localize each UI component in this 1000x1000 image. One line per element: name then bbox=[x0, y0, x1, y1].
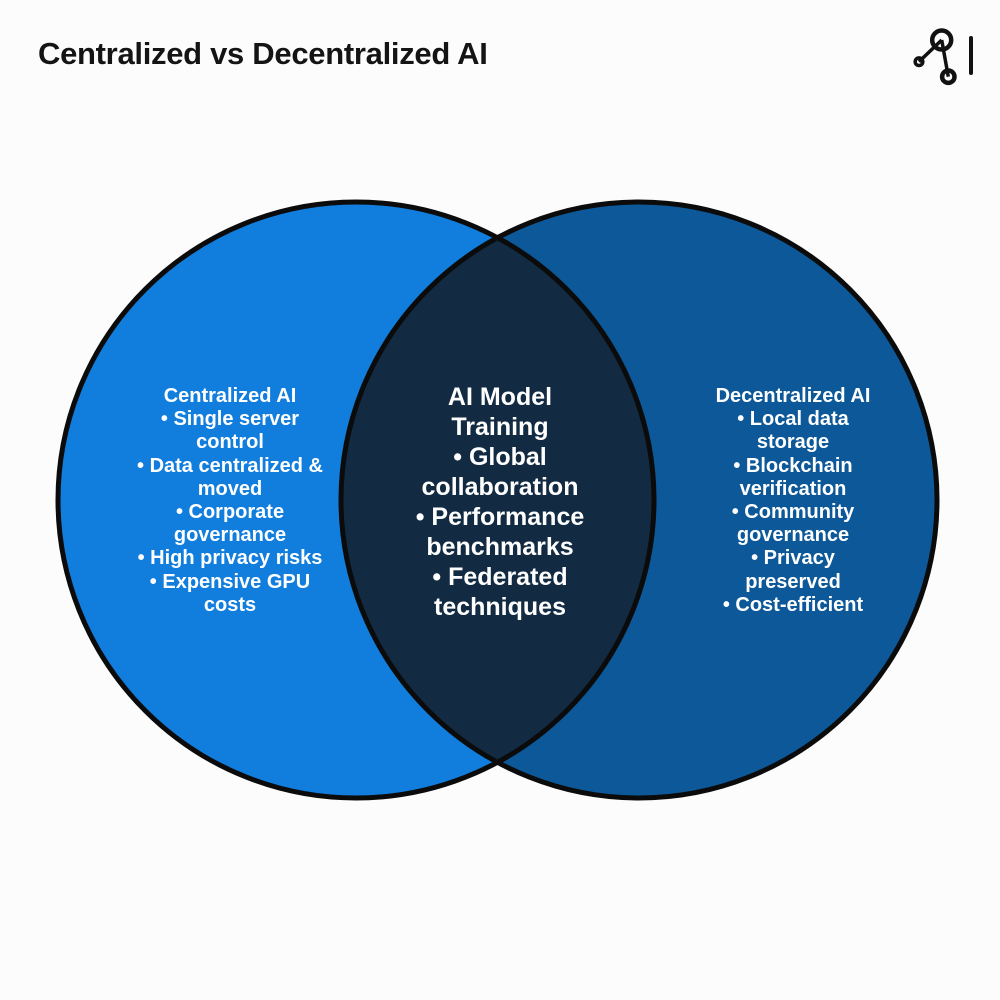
right-circle-outline bbox=[338, 199, 940, 801]
bullet-item: • Cost-efficient bbox=[722, 593, 864, 616]
right-region-items: • Local data storage• Blockchain verific… bbox=[706, 408, 881, 617]
bullet-item: • Expensive GPU costs bbox=[149, 570, 311, 616]
center-region-title: AI Model Training bbox=[447, 383, 553, 441]
bullet-item: • Community governance bbox=[731, 501, 855, 547]
bullet-item: • Data centralized & moved bbox=[137, 454, 323, 500]
bullet-item: • Global collaboration bbox=[421, 443, 579, 501]
logo-node-small bbox=[913, 56, 925, 68]
right-region-title: Decentralized AI bbox=[715, 385, 871, 408]
left-region-text: Centralized AI • Single server control• … bbox=[130, 385, 330, 617]
bullet-item: • Corporate governance bbox=[173, 501, 287, 547]
left-region-title: Centralized AI bbox=[163, 385, 297, 408]
left-circle-outline bbox=[55, 199, 657, 801]
right-region-text: Decentralized AI • Local data storage• B… bbox=[706, 385, 881, 617]
bullet-item: • High privacy risks bbox=[137, 547, 323, 570]
bullet-item: • Federated techniques bbox=[432, 563, 568, 621]
intersection-lens bbox=[340, 237, 655, 763]
logo-node-large bbox=[929, 28, 954, 52]
center-region-text: AI Model Training • Global collaboration… bbox=[403, 382, 598, 622]
left-region-items: • Single server control• Data centralize… bbox=[130, 408, 330, 617]
bullet-item: • Single server control bbox=[160, 408, 300, 454]
page-title: Centralized vs Decentralized AI bbox=[38, 36, 488, 71]
bullet-item: • Local data storage bbox=[737, 408, 849, 454]
bullet-item: • Blockchain verification bbox=[733, 454, 853, 500]
bullet-item: • Performance benchmarks bbox=[415, 503, 585, 561]
logo-node-medium bbox=[939, 68, 957, 86]
bullet-item: • Privacy preserved bbox=[745, 547, 841, 593]
network-graph-logo-icon bbox=[913, 28, 973, 86]
center-region-items: • Global collaboration• Performance benc… bbox=[403, 442, 598, 622]
